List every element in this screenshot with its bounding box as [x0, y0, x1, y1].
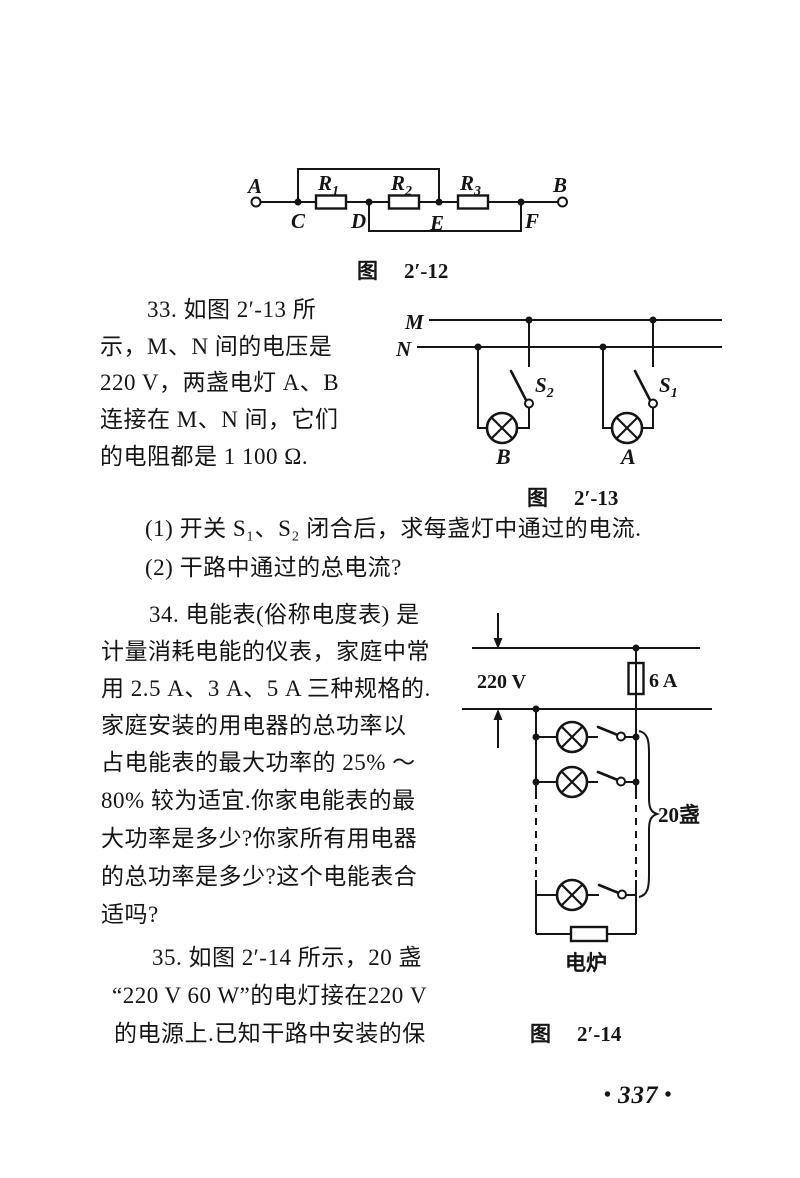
terminal-a-label: A: [246, 174, 262, 198]
text-line: 35. 如图 2′-14 所示，20 盏: [152, 945, 422, 970]
lamp-cross: [560, 725, 584, 749]
resistor-r1-label: R1: [317, 171, 339, 199]
node-e-label: E: [429, 211, 444, 235]
bypass-wire-c-e: [297, 168, 440, 202]
caption-number: 2′-12: [404, 259, 449, 283]
text-line: 的电阻都是 1 100 Ω.: [100, 444, 309, 469]
figure-2-12-caption: 图 2′-12: [357, 255, 448, 285]
switch-blade: [596, 725, 618, 736]
text-line: 连接在 M、N 间，它们: [100, 407, 339, 432]
text-line: 大功率是多少?你家所有用电器: [101, 826, 418, 851]
lamp-a-cross: [615, 416, 639, 440]
switch-s1-blade: [633, 369, 652, 402]
arrow-up-head: [493, 709, 503, 720]
text-line: “220 V 60 W”的电灯接在220 V: [112, 983, 428, 1008]
node-c-label: C: [291, 209, 306, 233]
stove-resistor: [569, 925, 609, 943]
lamp-count-label: 20盏: [658, 803, 700, 827]
wire: [517, 408, 530, 429]
text-line: 用 2.5 A、3 A、5 A 三种规格的.: [101, 676, 431, 701]
caption-label: 图: [527, 486, 548, 510]
switch-s1-contact: [648, 398, 658, 409]
figure-2-14-circuit: 220 V 6 A: [462, 613, 712, 975]
resistor-r3-label: R3: [459, 171, 481, 199]
voltage-label: 220 V: [477, 671, 527, 693]
terminal-b: [557, 196, 568, 208]
fuse-rating-label: 6 A: [649, 670, 678, 692]
text-line: 220 V，两盏电灯 A、B: [100, 370, 340, 395]
text-line: 80% 较为适宜.你家电能表的最: [101, 788, 416, 813]
node-f-label: F: [524, 209, 539, 233]
resistor-r1: [314, 194, 348, 210]
lamp-a-label: A: [619, 444, 636, 469]
text-line: 计量消耗电能的仪表，家庭中常: [101, 639, 430, 664]
lamp-b-label: B: [495, 444, 511, 469]
text-line: 示，M、N 间的电压是: [100, 334, 333, 359]
caption-number: 2′-14: [577, 1022, 622, 1046]
switch-blade: [597, 883, 619, 894]
text-line: (1) 开关 S₁、S₂ 闭合后，求每盏灯中通过的电流.: [145, 516, 642, 541]
switch-s2-contact: [524, 398, 534, 409]
figure-2-14-caption: 图 2′-14: [530, 1018, 621, 1048]
terminal-a: [250, 196, 262, 208]
node-d-label: D: [350, 209, 366, 233]
terminal-b-label: B: [552, 173, 567, 197]
text-line: 适吗?: [101, 902, 159, 927]
resistor-r2-label: R2: [390, 171, 412, 199]
text-line: 34. 电能表(俗称电度表) 是: [149, 602, 420, 627]
text-line: (2) 干路中通过的总电流?: [145, 555, 402, 580]
lamp-cross: [560, 770, 584, 794]
switch-s1-label: S1: [659, 373, 678, 401]
lamp-cross: [560, 883, 584, 907]
figure-2-13-circuit: M N S2 B S1 A: [395, 310, 722, 469]
figure-2-13-caption: 图 2′-13: [527, 482, 618, 512]
switch-s2-label: S2: [535, 373, 554, 401]
wire: [642, 408, 654, 429]
resistor-r2: [387, 194, 421, 210]
caption-label: 图: [357, 259, 378, 283]
switch-contact: [617, 889, 627, 900]
text-line: 的电源上.已知干路中安装的保: [114, 1021, 426, 1046]
stove-label: 电炉: [565, 951, 607, 975]
wire: [477, 347, 487, 429]
bus-m-label: M: [404, 310, 425, 334]
bus-n-label: N: [395, 337, 412, 361]
lamp-b-cross: [490, 416, 514, 440]
caption-label: 图: [530, 1022, 551, 1046]
arrow-down-head: [493, 638, 503, 649]
page-number-left-dot: •: [604, 1084, 613, 1106]
text-line: 33. 如图 2′-13 所: [147, 297, 317, 322]
wire: [602, 347, 612, 429]
bypass-wire-d-f: [368, 202, 522, 232]
switch-contact: [616, 776, 626, 787]
text-line: 占电能表的最大功率的 25% ～: [101, 750, 416, 775]
page-number-value: 337: [618, 1082, 659, 1109]
text-line: 家庭安装的用电器的总功率以: [101, 713, 407, 738]
page-number-right-dot: •: [664, 1084, 673, 1106]
text-line: 的总功率是多少?这个电能表合: [101, 864, 418, 889]
brace-20-lamps: [638, 730, 661, 898]
switch-blade: [596, 770, 618, 781]
figure-2-12-circuit: A B C D E F R1 R2 R3: [246, 168, 568, 235]
page-number: •337•: [598, 1082, 718, 1110]
resistor-r3: [456, 194, 490, 210]
caption-number: 2′-13: [574, 486, 619, 510]
switch-s2-blade: [509, 369, 528, 402]
switch-contact: [616, 731, 626, 742]
